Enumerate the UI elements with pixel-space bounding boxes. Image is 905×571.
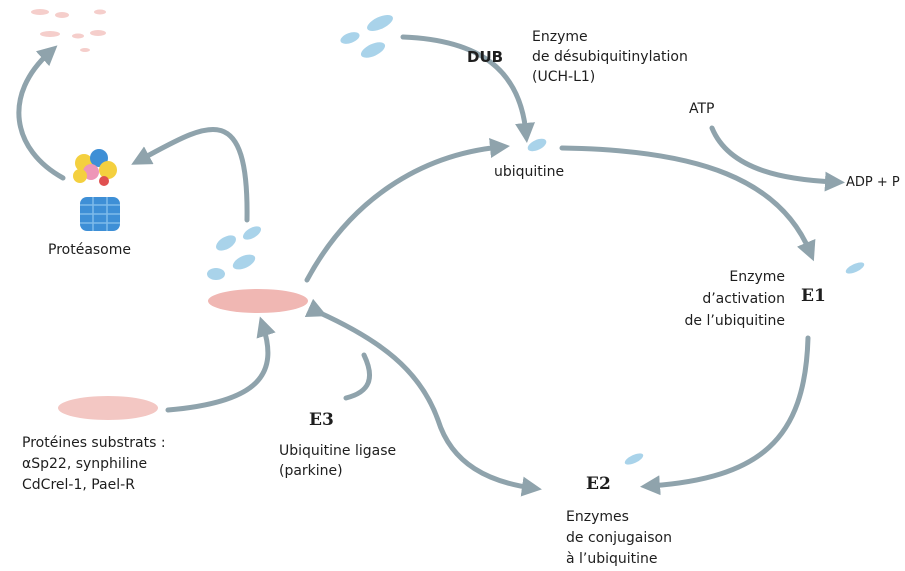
substrates-line-1: Protéines substrats : [22,435,166,451]
atp-label: ATP [689,101,715,117]
arrow-e3-to-substrate [304,138,510,283]
dub-desc-line-3: (UCH-L1) [532,69,596,85]
e1-label: E1 [801,286,826,306]
e2-ubiquitin [624,453,644,465]
arrow-substrate-to-proteasome [131,127,250,223]
substrates-line-3: CdCrel-1, Pael-R [22,477,135,493]
adp-label: ADP + P [846,175,900,190]
e2-label: E2 [586,474,611,494]
proteasome-label: Protéasome [48,242,132,258]
dub-desc-line-2: de désubiquitinylation [532,49,688,65]
e1-desc-line-3: de l’ubiquitine [684,313,785,329]
e3-label: E3 [309,410,334,430]
arrow-substrate-to-complex [165,316,276,413]
arrow-e2-substrate-exchange [304,298,542,497]
ubiquitine-molecule [527,138,547,152]
polyubiquitin-chain [207,226,262,280]
substrate-protein [58,396,158,420]
substrates-line-2: αSp22, synphiline [22,456,148,472]
e1-ubiquitin [845,262,865,274]
ubiquitine-label: ubiquitine [494,164,565,180]
dub-label: DUB [467,48,504,66]
arrow-dub-to-ubiquitine [400,34,536,143]
e2-desc-line-3: à l’ubiquitine [566,551,658,567]
arrow-proteasome-to-peptides [16,45,66,181]
free-ubiquitin-cluster [340,14,393,58]
e3-desc-line-2: (parkine) [279,463,343,479]
arrow-ubiquitine-to-e1 [559,145,816,262]
proteasome-icon [73,149,120,231]
dub-desc-line-1: Enzyme [532,29,588,45]
e3-desc-line-1: Ubiquitine ligase [279,443,397,459]
e2-desc-line-1: Enzymes [566,509,629,525]
ubiquitinated-substrate [208,289,308,313]
peptide-fragments [31,9,106,52]
e1-desc-line-2: d’activation [702,291,785,307]
arrow-e1-to-e2 [640,335,811,496]
arrow-e3-ligase-binding [343,352,373,401]
e1-desc-line-1: Enzyme [729,269,785,285]
arrow-atp-to-adp [709,125,845,192]
e2-desc-line-2: de conjugaison [566,530,672,546]
